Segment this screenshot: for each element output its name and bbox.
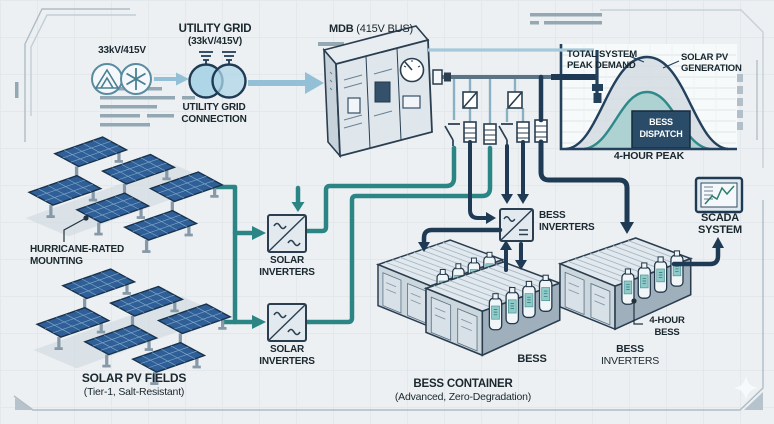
- solar-inverter-2-label-2: INVERTERS: [259, 356, 315, 367]
- bess-inverters-label-2: INVERTERS: [539, 222, 595, 233]
- mdb-label: MDB (415V BUS): [329, 23, 413, 35]
- hud-frame: [13, 8, 764, 411]
- bess-dispatch-label-2: DISPATCH: [639, 129, 683, 139]
- utility-grid-connection-label-2: CONNECTION: [181, 114, 247, 125]
- utility-grid-title: UTILITY GRID: [178, 23, 252, 35]
- feeder-stubs: [452, 79, 525, 124]
- callout-leaders: [63, 217, 643, 325]
- solar-inverter-2: [267, 303, 307, 342]
- bess-inverters-bottom-label-2: INVERTERS: [600, 355, 660, 367]
- mdb-label-rest: (415V BUS): [353, 23, 413, 35]
- scada-label-2: SYSTEM: [697, 224, 743, 236]
- sparkle-icon: [734, 376, 758, 400]
- bess-dc-wiring: [421, 74, 721, 272]
- utility-grid-subtitle: (33kV/415V): [188, 36, 242, 47]
- mounting-label-1: HURRICANE-RATED: [30, 244, 125, 255]
- pv-fields-title: SOLAR PV FIELDS: [81, 371, 187, 385]
- bess-inverter: [499, 208, 534, 242]
- bess-container-subtitle: (Advanced, Zero-Degradation): [394, 391, 532, 403]
- bess-wire-arrowheads: [418, 194, 724, 270]
- solar-array-1: [25, 137, 222, 253]
- switch-icons: [444, 123, 513, 146]
- callout-dot-4hour: [631, 298, 637, 304]
- chart-demand-label-2: PEAK DEMAND: [567, 60, 636, 71]
- bess-inverters-bottom-label-1: BESS: [616, 343, 644, 355]
- rooftop-bus-link: [428, 48, 603, 103]
- bess-inverters-label-1: BESS: [539, 210, 566, 221]
- mdb-bus: [432, 69, 598, 85]
- four-hour-bess-label-1: 4-HOUR: [649, 315, 685, 326]
- chart-solar-label-2: GENERATION: [681, 63, 742, 74]
- chart-xlabel: 4-HOUR PEAK: [613, 150, 685, 162]
- chart-demand-label-1: TOTAL SYSTEM: [567, 49, 637, 60]
- utility-grid-connection-label-1: UTILITY GRID: [182, 102, 246, 113]
- mounting-label-2: MOUNTING: [30, 256, 83, 267]
- demand-curve-line: [565, 55, 729, 151]
- solar-array-2: [33, 269, 230, 385]
- pv-fields-subtitle: (Tier-1, Salt-Resistant): [83, 386, 185, 398]
- hud-corner-accents: [15, 392, 763, 410]
- scada-monitor-icon: [694, 176, 744, 214]
- hud-square-column: [735, 74, 743, 130]
- pv-wire-arrowheads: [252, 202, 305, 329]
- pv-ac-wiring: [199, 145, 493, 325]
- four-hour-bess-label-2: BESS: [654, 327, 680, 338]
- chart-solar-label-1: SOLAR PV: [681, 52, 728, 63]
- bess-container-title: BESS CONTAINER: [413, 378, 513, 390]
- arrow-grid-to-transformer: [154, 72, 189, 86]
- transformer-icon: [188, 51, 247, 99]
- grid-source-icons: [91, 63, 152, 95]
- solar-inverter-1-label-2: INVERTERS: [259, 267, 315, 278]
- peak-shaving-chart: [559, 44, 737, 151]
- voltage-label: 33kV/415V: [98, 45, 146, 56]
- callout-dot-mounting: [83, 215, 89, 221]
- solar-inverter-1: [267, 214, 307, 253]
- bess-unit-label: BESS: [517, 353, 547, 365]
- solar-inverter-2-label-1: SOLAR: [269, 344, 305, 355]
- mdb-label-bold: MDB: [329, 23, 354, 35]
- mdb-cabinet: [322, 25, 433, 159]
- scada-label-1: SCADA: [700, 212, 740, 224]
- breaker-icons: [462, 91, 523, 109]
- arrow-transformer-to-mdb: [248, 72, 324, 94]
- solar-inverter-1-label-1: SOLAR: [269, 255, 305, 266]
- bess-dispatch-box: [631, 110, 691, 149]
- bess-dispatch-label-1: BESS: [649, 117, 673, 127]
